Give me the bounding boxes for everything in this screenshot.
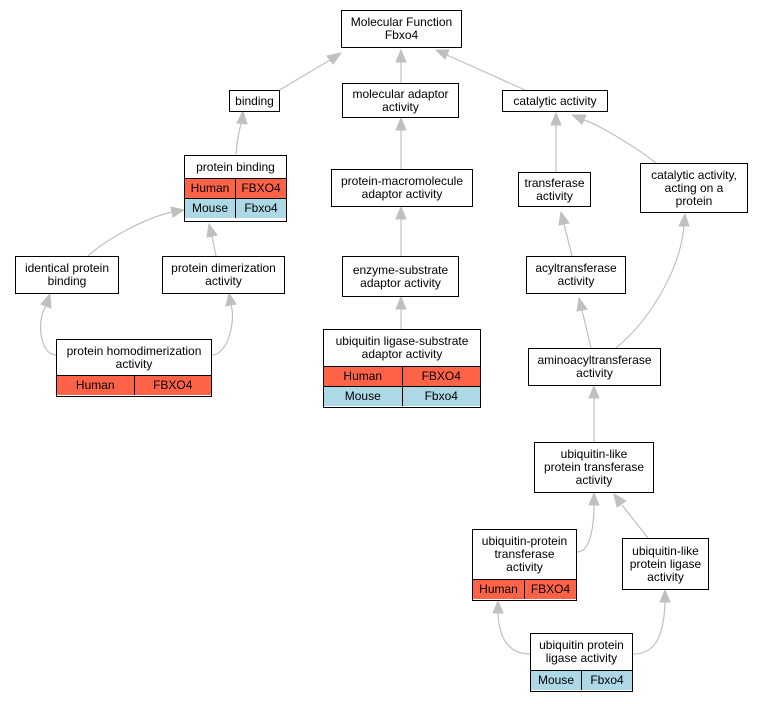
species-cell: Human <box>75 378 115 392</box>
edge-ubprotligase-ubligase <box>632 601 666 655</box>
node-ubiquitin-like-protein-transferase-activity[interactable]: ubiquitin-like protein transferase activ… <box>534 442 654 493</box>
node-binding[interactable]: binding <box>229 90 280 112</box>
node-label: binding <box>235 93 274 108</box>
edge-proteinbinding-binding <box>235 122 243 156</box>
node-ubiquitin-like-protein-ligase-activity[interactable]: ubiquitin-like protein ligase activity <box>622 538 709 590</box>
arrow-dimerization-proteinbinding <box>206 222 218 238</box>
arrow-ubprotligase-ubprottrans <box>492 599 504 614</box>
species-row-human: Human FBXO4 <box>57 375 211 395</box>
species-row-mouse: Mouse Fbxo4 <box>531 670 632 690</box>
node-protein-dimerization-activity[interactable]: protein dimerization activity <box>162 256 285 294</box>
node-label: aminoacyltransferase activity <box>537 353 652 380</box>
species-row-mouse: Mouse Fbxo4 <box>185 198 286 218</box>
node-protein-homodimerization-activity[interactable]: protein homodimerization activity Human … <box>56 339 212 397</box>
edge-ubprottrans-ublike <box>576 504 595 553</box>
species-row-mouse: Mouse Fbxo4 <box>324 386 480 406</box>
edge-dimerization-proteinbinding <box>211 235 217 257</box>
species-cell: Mouse <box>191 201 229 215</box>
arrow-catalytic-root <box>434 49 450 60</box>
node-ubiquitin-protein-transferase-activity[interactable]: ubiquitin-protein transferase activity H… <box>472 529 577 601</box>
species-row-human: Human FBXO4 <box>324 366 480 386</box>
node-label: molecular adaptor activity <box>352 86 449 114</box>
edge-homodim-identical <box>39 305 57 356</box>
arrow-homodim-dimerization <box>225 291 237 307</box>
gene-cell[interactable]: FBXO4 <box>133 376 212 395</box>
edge-identical-proteinbinding <box>87 211 173 257</box>
node-label: protein binding <box>196 159 275 174</box>
arrow-ublike-aminoacyl <box>588 384 600 399</box>
gene-cell[interactable]: FBXO4 <box>235 179 286 198</box>
arrow-acyl-transferase <box>558 210 570 226</box>
species-cell: Mouse <box>537 673 575 687</box>
species-row-human: Human FBXO4 <box>473 579 576 599</box>
node-label: transferase activity <box>524 175 585 203</box>
node-ubiquitin-ligase-substrate-adaptor-activity[interactable]: ubiquitin ligase-substrate adaptor activ… <box>323 329 481 408</box>
node-transferase-activity[interactable]: transferase activity <box>518 172 591 207</box>
arrow-moladaptor-root <box>395 48 407 63</box>
arrow-catonprotein-catalytic <box>570 114 587 125</box>
node-enzyme-substrate-adaptor-activity[interactable]: enzyme-substrate adaptor activity <box>342 256 459 297</box>
edge-ubligase-ublike <box>621 504 649 539</box>
arrow-ubligase-ublike <box>613 492 627 508</box>
gene-cell[interactable]: Fbxo4 <box>581 671 632 690</box>
node-catalytic-activity[interactable]: catalytic activity <box>502 90 608 112</box>
arrow-binding-root <box>326 52 343 65</box>
edge-ubprotligase-ubprottrans <box>497 612 531 655</box>
species-cell: Human <box>479 582 518 596</box>
node-label: catalytic activity <box>513 93 597 108</box>
arrow-aminoacyl-catonprotein <box>678 212 690 227</box>
arrow-aminoacyl-acyl <box>576 296 588 312</box>
species-row-human: Human FBXO4 <box>185 178 286 198</box>
species-cell: Human <box>343 369 383 383</box>
arrow-ubprotligase-ubligase <box>659 588 671 603</box>
node-identical-protein-binding[interactable]: identical protein binding <box>15 256 119 294</box>
edge-catonprotein-catalytic <box>583 119 657 164</box>
node-label: identical protein binding <box>24 261 110 288</box>
node-molecular-function[interactable]: Molecular Function Fbxo4 <box>341 10 462 48</box>
edge-aminoacyl-catonprotein <box>615 225 685 349</box>
arrow-proteinbinding-binding <box>236 109 248 125</box>
node-protein-binding[interactable]: protein binding Human FBXO4 Mouse Fbxo4 <box>184 155 287 222</box>
node-ubiquitin-protein-ligase-activity[interactable]: ubiquitin protein ligase activity Mouse … <box>530 633 633 692</box>
arrow-ubligsub-enzsub <box>395 295 407 310</box>
node-label: enzyme-substrate adaptor activity <box>352 262 449 290</box>
node-aminoacyltransferase-activity[interactable]: aminoacyltransferase activity <box>528 348 661 386</box>
gene-cell[interactable]: Fbxo4 <box>235 199 286 218</box>
node-label: ubiquitin-protein transferase activity <box>481 534 568 574</box>
node-molecular-adaptor-activity[interactable]: molecular adaptor activity <box>342 83 459 118</box>
arrow-enzsub-protmacro <box>395 205 407 220</box>
node-label: ubiquitin protein ligase activity <box>539 638 624 665</box>
arrow-ubprottrans-ublike <box>588 491 600 506</box>
edge-binding-root <box>277 59 331 92</box>
node-label: protein dimerization activity <box>171 261 276 288</box>
node-protein-macromolecule-adaptor-activity[interactable]: protein-macromolecule adaptor activity <box>331 169 473 207</box>
node-label: protein-macromolecule adaptor activity <box>340 174 464 201</box>
gene-cell[interactable]: Fbxo4 <box>401 387 481 406</box>
node-label: ubiquitin-like protein ligase activity <box>629 543 702 584</box>
node-label: ubiquitin ligase-substrate adaptor activ… <box>335 334 469 361</box>
node-label: ubiquitin-like protein transferase activ… <box>543 447 645 487</box>
arrow-identical-proteinbinding <box>170 206 186 218</box>
edge-homodim-dimerization <box>211 304 234 356</box>
node-label: protein homodimerization activity <box>66 343 202 371</box>
node-label: Molecular Function Fbxo4 <box>350 15 453 42</box>
node-label: catalytic activity, acting on a protein <box>651 167 737 208</box>
arrow-protmacro-moladaptor <box>395 116 407 131</box>
node-label: acyltransferase activity <box>535 261 617 288</box>
gene-cell[interactable]: FBXO4 <box>524 580 576 599</box>
node-acyltransferase-activity[interactable]: acyltransferase activity <box>526 256 626 294</box>
arrow-transferase-catalytic <box>550 111 562 126</box>
node-catalytic-activity-acting-on-a-protein[interactable]: catalytic activity, acting on a protein <box>640 163 748 213</box>
species-cell: Mouse <box>344 389 381 403</box>
gene-cell[interactable]: FBXO4 <box>401 367 481 386</box>
arrow-homodim-identical <box>40 292 52 309</box>
species-cell: Human <box>190 181 230 195</box>
edge-aminoacyl-acyl <box>581 309 592 349</box>
edge-acyl-transferase <box>563 223 573 257</box>
